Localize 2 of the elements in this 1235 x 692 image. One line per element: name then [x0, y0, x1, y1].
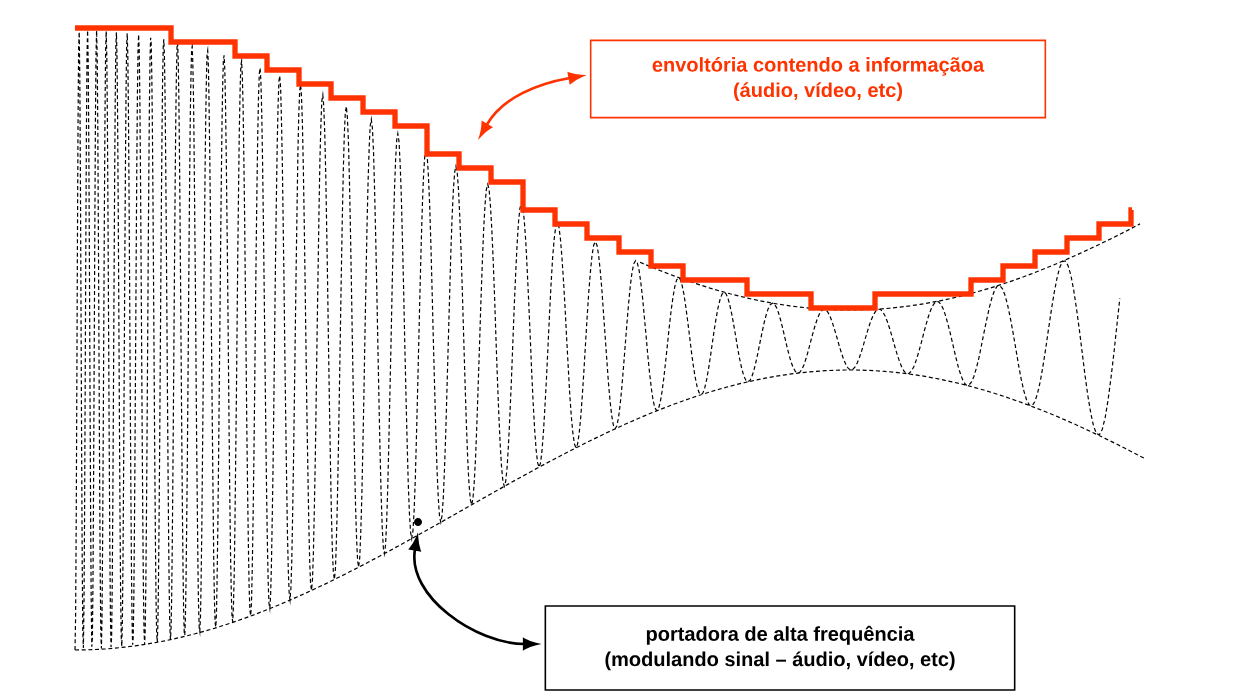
- note-box: envoltória contendo a informaçãoa (áudio, vídeo, etc): [589, 39, 1047, 119]
- note-box: portadora de alta frequência (modulando sinal – áudio, vídeo, etc): [544, 605, 1016, 691]
